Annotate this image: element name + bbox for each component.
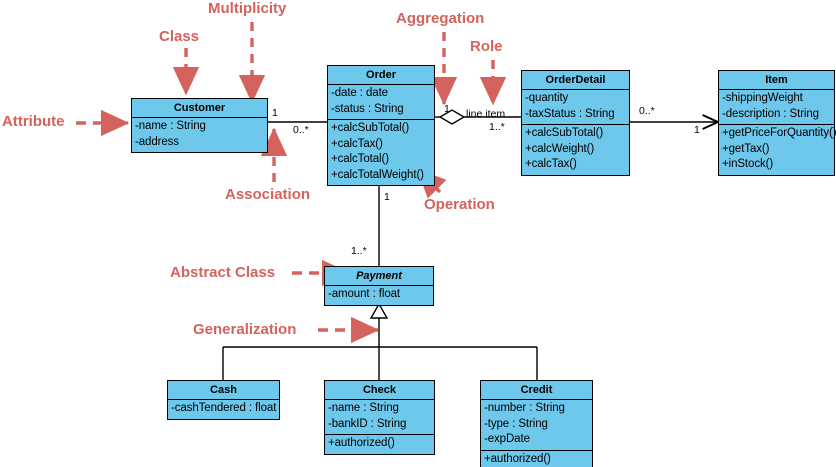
annotation-label-abstract-class: Abstract Class bbox=[170, 264, 276, 281]
class-attributes-customer: -name : String -address bbox=[132, 117, 267, 152]
attribute: -amount : float bbox=[328, 288, 401, 300]
class-name-payment: Payment bbox=[356, 270, 402, 282]
class-attributes-credit: -number : String -type : String -expDate bbox=[481, 399, 592, 450]
class-operations-check: +authorized() bbox=[325, 434, 434, 454]
operation: +calcTax() bbox=[331, 137, 383, 150]
attribute: -shippingWeight bbox=[722, 92, 803, 104]
attribute: -status : String bbox=[331, 102, 404, 115]
multiplicity-order-payment-top: 1 bbox=[384, 191, 390, 203]
class-attributes-orderdetail: -quantity -taxStatus : String bbox=[522, 89, 629, 124]
class-name-credit: Credit bbox=[520, 384, 553, 396]
operation: +calcSubTotal() bbox=[331, 122, 410, 134]
attribute: -type : String bbox=[484, 417, 548, 430]
multiplicity-customer-order-right: 0..* bbox=[293, 124, 309, 136]
operation: +calcTotal() bbox=[331, 153, 389, 165]
class-box-cash[interactable]: Cash -cashTendered : float bbox=[167, 380, 280, 420]
class-box-order[interactable]: Order -date : date -status : String +cal… bbox=[327, 65, 435, 186]
operation: +getTax() bbox=[722, 142, 770, 155]
annotation-label-attribute: Attribute bbox=[2, 113, 65, 130]
annotation-label-role: Role bbox=[470, 38, 503, 55]
class-attributes-item: -shippingWeight -description : String bbox=[719, 89, 834, 124]
operation: +calcTax() bbox=[525, 158, 577, 170]
annotation-label-generalization: Generalization bbox=[193, 321, 297, 338]
attribute: -name : String bbox=[135, 120, 206, 132]
attribute: -number : String bbox=[484, 402, 565, 414]
attribute: -taxStatus : String bbox=[525, 107, 615, 120]
attribute: -date : date bbox=[331, 87, 388, 99]
class-box-item[interactable]: Item -shippingWeight -description : Stri… bbox=[718, 70, 836, 176]
class-name-cash: Cash bbox=[210, 384, 237, 396]
multiplicity-orderdetail-item-right: 1 bbox=[694, 124, 700, 136]
multiplicity-order-orderdetail-left: 1 bbox=[444, 103, 450, 115]
operation: +calcSubTotal() bbox=[525, 127, 604, 139]
operation: +authorized() bbox=[484, 452, 551, 465]
class-box-credit[interactable]: Credit -number : String -type : String -… bbox=[480, 380, 593, 467]
class-name-customer: Customer bbox=[173, 102, 226, 114]
class-operations-orderdetail: +calcSubTotal() +calcWeight() +calcTax() bbox=[522, 124, 629, 175]
operation: +inStock() bbox=[722, 158, 774, 170]
class-operations-item: +getPriceForQuantity() +getTax() +inStoc… bbox=[719, 124, 836, 175]
attribute: -name : String bbox=[328, 402, 399, 414]
multiplicity-order-orderdetail-right: 1..* bbox=[489, 121, 505, 133]
class-attributes-check: -name : String -bankID : String bbox=[325, 399, 434, 434]
class-box-payment[interactable]: Payment -amount : float bbox=[324, 266, 434, 306]
annotation-label-multiplicity: Multiplicity bbox=[208, 0, 287, 17]
class-operations-credit: +authorized() bbox=[481, 449, 592, 467]
class-box-check[interactable]: Check -name : String -bankID : String +a… bbox=[324, 380, 435, 455]
class-box-orderdetail[interactable]: OrderDetail -quantity -taxStatus : Strin… bbox=[521, 70, 630, 176]
annotation-label-association: Association bbox=[225, 186, 311, 203]
annotation-label-aggregation: Aggregation bbox=[396, 10, 485, 27]
multiplicity-order-payment-bottom: 1..* bbox=[351, 245, 367, 257]
class-attributes-cash: -cashTendered : float bbox=[168, 399, 279, 419]
attribute: -address bbox=[135, 135, 179, 148]
class-box-customer[interactable]: Customer -name : String -address bbox=[131, 98, 268, 153]
attribute: -quantity bbox=[525, 92, 569, 104]
operation: +getPriceForQuantity() bbox=[722, 127, 836, 139]
attribute: -cashTendered : float bbox=[171, 402, 277, 414]
class-name-orderdetail: OrderDetail bbox=[545, 74, 606, 86]
class-attributes-payment: -amount : float bbox=[325, 285, 433, 305]
class-attributes-order: -date : date -status : String bbox=[328, 84, 434, 119]
attribute: -expDate bbox=[484, 433, 530, 445]
attribute: -bankID : String bbox=[328, 417, 407, 430]
multiplicity-orderdetail-item-left: 0..* bbox=[639, 105, 655, 117]
role-line-item: line item bbox=[466, 108, 506, 120]
generalization-triangle bbox=[369, 302, 389, 319]
multiplicity-customer-order-left: 1 bbox=[272, 107, 278, 119]
attribute: -description : String bbox=[722, 107, 819, 120]
operation: +calcTotalWeight() bbox=[331, 168, 424, 181]
operation: +authorized() bbox=[328, 437, 395, 449]
class-operations-order: +calcSubTotal() +calcTax() +calcTotal() … bbox=[328, 119, 434, 185]
class-name-item: Item bbox=[765, 74, 788, 86]
operation: +calcWeight() bbox=[525, 142, 595, 155]
annotation-label-class: Class bbox=[159, 28, 200, 45]
class-name-check: Check bbox=[362, 384, 397, 396]
annotation-label-operation: Operation bbox=[424, 196, 495, 213]
class-name-order: Order bbox=[366, 69, 396, 81]
